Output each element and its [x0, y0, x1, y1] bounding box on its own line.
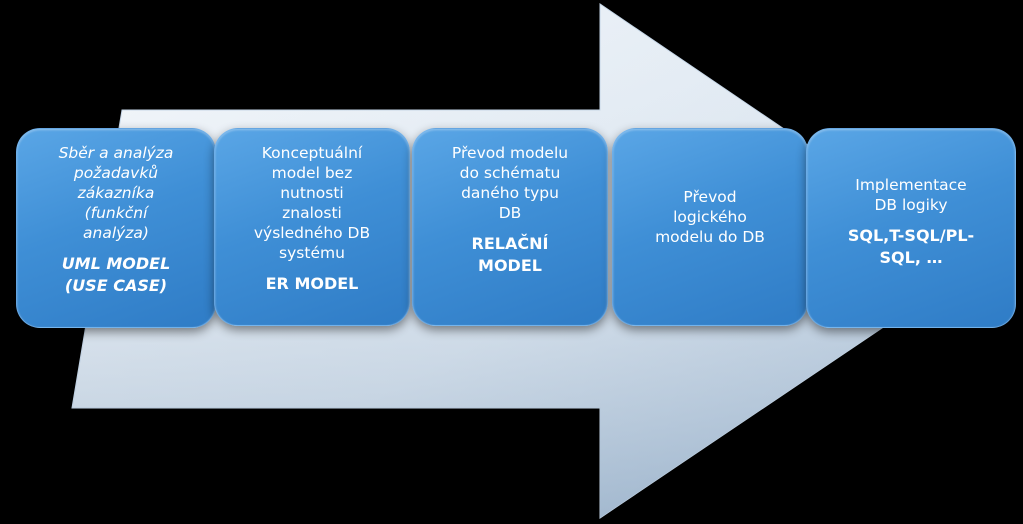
step-1-label: UML MODEL (USE CASE): [61, 254, 171, 295]
step-2-label: ER MODEL: [265, 274, 359, 293]
step-3-label: RELAČNÍ MODEL: [471, 234, 549, 275]
step-5-description: Implementace DB logiky: [855, 176, 967, 214]
step-2-box: Konceptuální model bez nutnosti znalosti…: [214, 128, 410, 326]
step-3-box: Převod modelu do schématu daného typu DB…: [412, 128, 608, 326]
step-2-description: Konceptuální model bez nutnosti znalosti…: [253, 144, 371, 262]
step-1-description: Sběr a analýza požadavků zákazníka (funk…: [58, 144, 174, 242]
step-3-description: Převod modelu do schématu daného typu DB: [451, 144, 569, 222]
step-4-description: Převod logického modelu do DB: [655, 188, 765, 246]
step-5-label: SQL,T-SQL/PL- SQL, …: [847, 226, 975, 267]
step-1-box: Sběr a analýza požadavků zákazníka (funk…: [16, 128, 216, 328]
step-4-box: Převod logického modelu do DB: [612, 128, 808, 326]
step-5-box: Implementace DB logiky SQL,T-SQL/PL- SQL…: [806, 128, 1016, 328]
